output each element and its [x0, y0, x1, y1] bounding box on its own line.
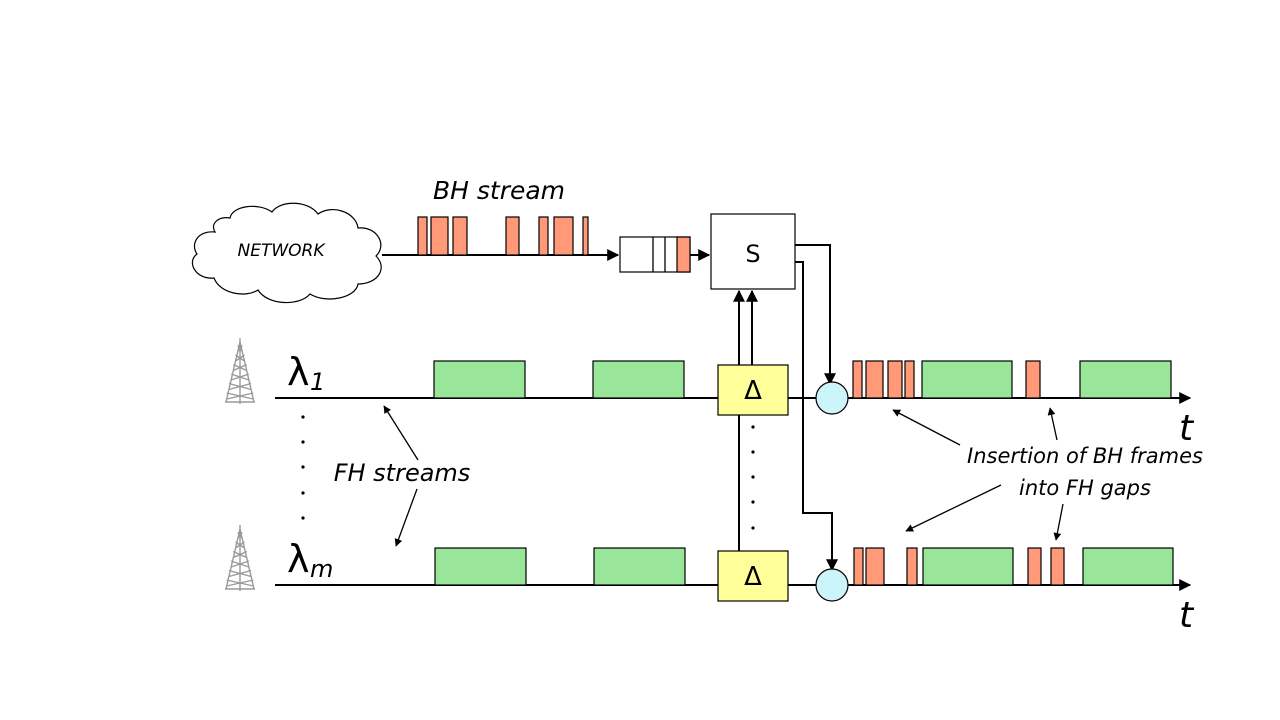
fh-frame	[1082, 547, 1174, 586]
fh-streams-arrow-down	[394, 488, 418, 547]
combiner-node	[815, 568, 849, 602]
insertion-label-line1: Insertion of BH frames	[967, 444, 1203, 468]
fh-frame	[1079, 360, 1172, 399]
bh-stream-title: BH stream	[433, 176, 565, 205]
bh-frame-inserted	[887, 360, 903, 399]
antenna-tower-icon	[225, 338, 255, 404]
insertion-arrow-2	[1047, 407, 1058, 441]
scheduler-label: S	[745, 240, 760, 268]
bh-frame	[553, 216, 574, 256]
queue-buffer	[619, 236, 691, 273]
bh-frame-inserted	[1025, 360, 1041, 399]
fh-frame	[593, 547, 686, 586]
bh-frame-inserted	[904, 360, 915, 399]
insertion-arrow-1	[892, 409, 961, 446]
bh-frame-inserted	[1027, 547, 1042, 586]
network-cloud: NETWORK	[191, 202, 382, 304]
bh-frame	[452, 216, 468, 256]
delay-label: Δ	[744, 376, 762, 406]
fh-frame	[922, 547, 1014, 586]
wavelength-subscript: m	[310, 555, 333, 583]
fh-streams-arrow-up	[383, 405, 419, 461]
bh-stream-frames	[417, 216, 589, 256]
bh-frame-inserted	[865, 360, 884, 399]
insertion-arrow-3	[905, 484, 1002, 532]
scheduler-to-combiner-m-arrow	[795, 261, 838, 572]
wavelength-subscript: 1	[310, 368, 325, 396]
antenna-tower-icon	[225, 525, 255, 591]
delay-box	[717, 364, 789, 416]
bh-frame	[417, 216, 428, 256]
bh-frame	[582, 216, 589, 256]
vertical-ellipsis-wavelengths	[301, 415, 305, 520]
combiner-node	[815, 381, 849, 415]
network-label: NETWORK	[238, 241, 327, 261]
vertical-ellipsis-delta	[751, 425, 755, 530]
bh-frame	[538, 216, 549, 256]
bh-frame-inserted	[906, 547, 918, 586]
bh-frame	[505, 216, 520, 256]
bh-frame-inserted	[853, 547, 864, 586]
time-axis-label: t	[1179, 408, 1195, 449]
delay-box	[717, 550, 789, 602]
delay-label: Δ	[744, 562, 762, 592]
queue-filled-cell	[676, 236, 691, 273]
fh-frame	[434, 547, 527, 586]
fh-frame	[921, 360, 1013, 399]
bh-frame	[430, 216, 449, 256]
scheduler-to-combiner-1-arrow	[795, 244, 836, 386]
scheduler-box	[710, 213, 796, 290]
bh-frame-inserted	[1050, 547, 1065, 586]
wavelength-label: λ	[287, 537, 310, 581]
wavelength-label: λ	[287, 350, 310, 394]
fh-streams-label: FH streams	[334, 459, 471, 487]
fh-frame	[592, 360, 685, 399]
insertion-arrow-4	[1053, 503, 1064, 541]
bh-frame-inserted	[852, 360, 863, 399]
bh-frame-inserted	[865, 547, 885, 586]
insertion-label-line2: into FH gaps	[1019, 476, 1151, 500]
time-axis-label: t	[1179, 595, 1195, 636]
fh-frame	[433, 360, 526, 399]
